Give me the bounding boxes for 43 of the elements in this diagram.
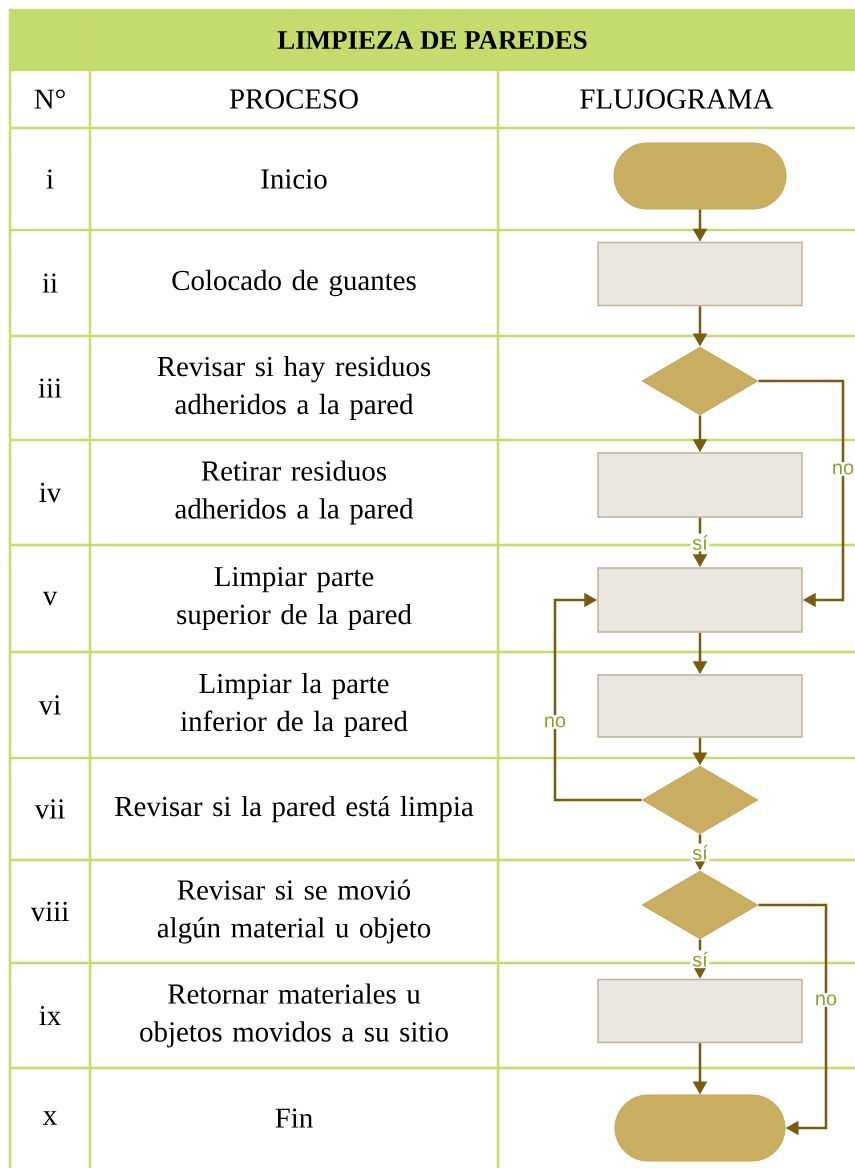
- arrow: [758, 379, 845, 608]
- step-number: ix: [39, 1005, 61, 1026]
- step-description: Inicio: [261, 169, 327, 189]
- step-number: vii: [34, 799, 65, 819]
- step-description: Fin: [275, 1108, 313, 1128]
- step-number: v: [42, 591, 58, 606]
- step-number: ii: [42, 273, 58, 293]
- edge-label: sí: [690, 950, 710, 969]
- column-header: FLUJOGRAMA: [580, 89, 774, 109]
- step-number: vi: [38, 695, 61, 715]
- arrow: [553, 592, 642, 802]
- edge-label: sí: [690, 533, 710, 552]
- arrow: [758, 903, 828, 1136]
- process-box: [597, 452, 803, 518]
- step-number: i: [46, 169, 54, 189]
- column-header: PROCESO: [229, 89, 358, 109]
- step-description: Revisar si la pared está limpia: [115, 795, 474, 823]
- step-number: viii: [30, 901, 69, 922]
- step-number: iii: [38, 378, 62, 398]
- edge-label: no: [830, 462, 855, 476]
- edge-label: sí: [690, 843, 710, 862]
- step-description: Limpiar la parte inferior de la pared: [180, 673, 408, 738]
- edge-label: no: [813, 993, 839, 1007]
- column-header: N°: [34, 89, 65, 109]
- process-box: [597, 978, 803, 1044]
- decision-diamond: [641, 870, 759, 940]
- step-number: iv: [39, 482, 62, 503]
- step-description: Retirar residuos adheridos a la pared: [175, 460, 414, 525]
- terminal-shape: [614, 1094, 786, 1162]
- step-description: Retornar materiales u objetos movidos a su sitio: [140, 983, 448, 1048]
- step-description: Revisar si hay residuos adheridos a la pared: [157, 356, 431, 421]
- process-box: [597, 674, 803, 738]
- terminal-shape: [613, 142, 787, 210]
- step-description: Revisar si se movió algún material u objeto: [157, 879, 431, 944]
- decision-diamond: [641, 346, 759, 416]
- step-description: Colocado de guantes: [172, 269, 416, 297]
- step-description: Limpiar parte superior de la pared: [177, 566, 412, 631]
- edge-label: no: [542, 715, 568, 729]
- process-box: [597, 241, 803, 307]
- title-band: LIMPIEZA DE PAREDES: [9, 9, 855, 71]
- step-number: x: [43, 1111, 57, 1125]
- process-box: [597, 567, 803, 633]
- decision-diamond: [641, 765, 759, 835]
